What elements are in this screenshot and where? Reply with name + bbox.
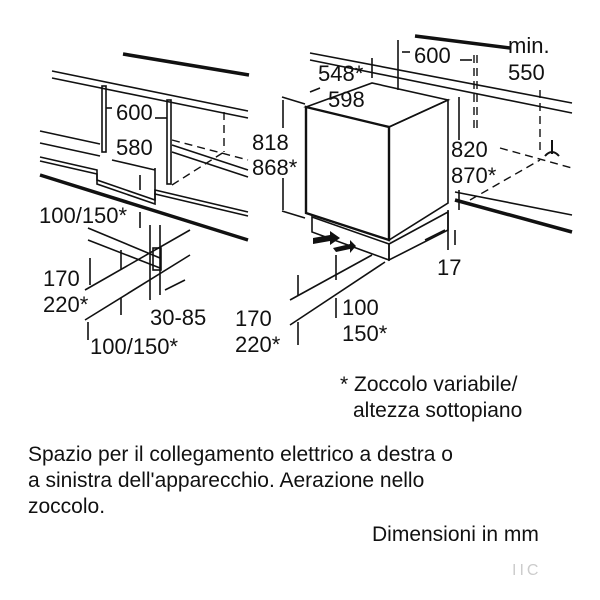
dim-plinth-220-right: 220*: [235, 332, 281, 357]
dim-plinth-170-right: 170: [235, 306, 272, 331]
dim-niche-height-870: 870*: [451, 163, 497, 188]
dim-vent-top: 100/150*: [39, 203, 128, 228]
dim-height-818: 818: [252, 130, 289, 155]
dim-min-label: min.: [508, 33, 550, 58]
description-line-1: Spazio per il collegamento elettrico a d…: [28, 443, 453, 466]
dim-inner-width: 580: [116, 135, 153, 160]
dim-width: 598: [328, 87, 365, 112]
dim-plinth-170-left: 170: [43, 266, 80, 291]
dim-min-depth: 550: [508, 60, 545, 85]
dim-plinth-depth: 30-85: [150, 305, 206, 330]
dim-vent-150: 150*: [342, 321, 388, 346]
dim-setback: 17: [437, 255, 461, 280]
units-note: Dimensioni in mm: [372, 523, 539, 546]
right-appliance-drawing: [281, 34, 573, 345]
dim-niche-height-820: 820: [451, 137, 488, 162]
dim-depth: 548*: [318, 61, 364, 86]
left-niche-drawing: [39, 52, 250, 340]
description-line-2: a sinistra dell'apparecchio. Aerazione n…: [28, 469, 425, 492]
dim-niche-width-right: 600: [414, 43, 451, 68]
footnote-line-2: altezza sottopiano: [353, 399, 523, 422]
dim-plinth-220-left: 220*: [43, 292, 89, 317]
dim-height-868: 868*: [252, 155, 298, 180]
dim-niche-width: 600: [116, 100, 153, 125]
footnote-line-1: * Zoccolo variabile/: [340, 373, 518, 396]
watermark-logo: IIC: [512, 562, 542, 579]
description-line-3: zoccolo.: [28, 495, 106, 518]
dim-vent-100: 100: [342, 295, 379, 320]
dim-vent-bottom: 100/150*: [90, 334, 179, 359]
